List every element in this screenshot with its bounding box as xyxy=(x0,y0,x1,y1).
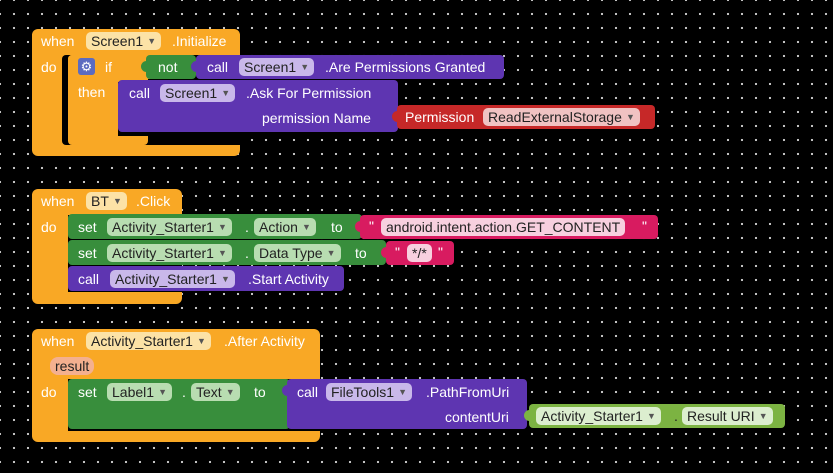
permission-name-param-label: permission Name xyxy=(262,110,371,126)
chevron-down-icon: ▼ xyxy=(221,274,230,284)
chevron-down-icon: ▼ xyxy=(112,196,122,206)
do-label: do xyxy=(41,219,57,235)
call-label: call xyxy=(78,271,100,287)
path-from-uri-label: .PathFromUri xyxy=(426,384,510,400)
call-label: call xyxy=(297,384,319,400)
not-logic-block[interactable] xyxy=(146,55,196,79)
set-label: set xyxy=(78,219,97,235)
chevron-down-icon: ▼ xyxy=(158,387,168,397)
chevron-down-icon: ▼ xyxy=(197,336,206,346)
set-label: set xyxy=(78,245,97,261)
chevron-down-icon: ▼ xyxy=(625,112,635,122)
when-label: when xyxy=(41,333,75,349)
set-data-type-component-dropdown[interactable]: Activity_Starter1▼ xyxy=(107,244,232,262)
close-quote-label: " xyxy=(438,244,443,260)
ask-component-dropdown[interactable]: Screen1▼ xyxy=(160,84,236,102)
start-activity-component-dropdown[interactable]: Activity_Starter1▼ xyxy=(110,270,235,288)
chevron-down-icon: ▼ xyxy=(225,387,235,397)
dot-label: . xyxy=(182,384,186,400)
ask-for-permission-label: .Ask For Permission xyxy=(246,85,372,101)
chevron-down-icon: ▼ xyxy=(221,88,231,98)
call-connector xyxy=(282,385,288,396)
open-quote-label: " xyxy=(369,218,374,234)
result-uri-component-dropdown[interactable]: Activity_Starter1▼ xyxy=(536,407,661,425)
action-text-field[interactable]: android.intent.action.GET_CONTENT xyxy=(381,218,626,236)
check-component-dropdown[interactable]: Screen1▼ xyxy=(239,58,315,76)
filetools-component-dropdown[interactable]: FileTools1▼ xyxy=(326,383,413,401)
data-type-property-dropdown[interactable]: Data Type▼ xyxy=(254,244,341,262)
to-label: to xyxy=(355,245,367,261)
action-property-dropdown[interactable]: Action▼ xyxy=(254,218,316,236)
open-quote-label: " xyxy=(395,244,400,260)
text-property-dropdown[interactable]: Text▼ xyxy=(191,383,240,401)
gear-icon[interactable]: ⚙ xyxy=(78,58,95,75)
start-activity-label: .Start Activity xyxy=(248,271,329,287)
after-activity-component-dropdown[interactable]: Activity_Starter1▼ xyxy=(86,332,211,350)
set-label-text-block[interactable] xyxy=(68,379,290,429)
dot-label: . xyxy=(674,408,678,424)
content-uri-param-label: contentUri xyxy=(445,409,509,425)
close-quote-label: " xyxy=(642,218,647,234)
result-parameter[interactable]: result xyxy=(50,357,95,375)
permission-value-dropdown[interactable]: ReadExternalStorage▼ xyxy=(483,108,640,126)
when-label: when xyxy=(41,33,75,49)
when-label: when xyxy=(41,193,75,209)
label1-component-dropdown[interactable]: Label1▼ xyxy=(107,383,173,401)
set-action-component-dropdown[interactable]: Activity_Starter1▼ xyxy=(107,218,232,236)
permission-label: Permission xyxy=(405,109,475,125)
result-uri-property-dropdown[interactable]: Result URI▼ xyxy=(682,407,773,425)
getter-connector xyxy=(524,410,530,421)
chevron-down-icon: ▼ xyxy=(218,248,227,258)
do-label: do xyxy=(41,384,57,400)
dot-label: . xyxy=(245,219,249,235)
screen1-component-dropdown[interactable]: Screen1▼ xyxy=(86,32,162,50)
set-label: set xyxy=(78,384,97,400)
are-permissions-granted-label: .Are Permissions Granted xyxy=(325,59,486,75)
do-label: do xyxy=(41,59,57,75)
chevron-down-icon: ▼ xyxy=(218,222,227,232)
call-label: call xyxy=(207,59,229,75)
after-activity-event-label: .After Activity xyxy=(224,333,305,349)
chevron-down-icon: ▼ xyxy=(758,411,768,421)
click-event-label: .Click xyxy=(136,193,171,209)
then-label: then xyxy=(78,84,106,100)
chevron-down-icon: ▼ xyxy=(398,387,408,397)
text-connector xyxy=(381,247,387,258)
chevron-down-icon: ▼ xyxy=(647,411,656,421)
chevron-down-icon: ▼ xyxy=(300,62,310,72)
chevron-down-icon: ▼ xyxy=(147,36,157,46)
permission-connector xyxy=(392,111,398,122)
not-connector xyxy=(141,61,147,72)
chevron-down-icon: ▼ xyxy=(302,222,311,232)
not-label: not xyxy=(158,59,178,75)
if-label: if xyxy=(105,59,112,75)
dot-label: . xyxy=(245,245,249,261)
data-type-text-field[interactable]: */* xyxy=(407,244,432,262)
bt-component-dropdown[interactable]: BT▼ xyxy=(86,192,127,210)
call-label: call xyxy=(129,85,151,101)
to-label: to xyxy=(254,384,266,400)
to-label: to xyxy=(331,219,343,235)
chevron-down-icon: ▼ xyxy=(326,248,336,258)
initialize-event-label: .Initialize xyxy=(172,33,227,49)
call-connector xyxy=(191,61,197,72)
text-connector xyxy=(355,221,361,232)
